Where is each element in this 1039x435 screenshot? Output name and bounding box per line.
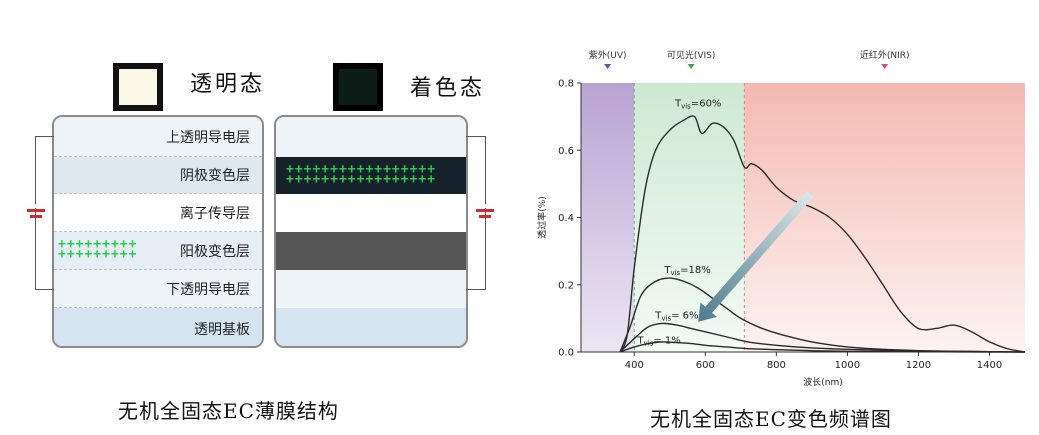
region-marker-uv — [604, 64, 612, 69]
colored-positive-charge-marks: +++++++++++++++++ +++++++++++++++++ — [286, 162, 437, 187]
layer-ion-conductor: 离子传导层 — [54, 194, 262, 232]
layer-bottom-conductive: 下透明导电层 — [54, 270, 262, 308]
left-battery-plate-2 — [30, 215, 42, 218]
left-battery-plate-1 — [27, 209, 45, 212]
layer-substrate: 透明基板 — [54, 308, 262, 346]
curve-label-2: Tvis=18% — [663, 265, 710, 277]
y-tick-label: 0.2 — [558, 280, 574, 291]
layer-label-ion-conductor: 离子传导层 — [180, 205, 250, 222]
structure-caption: 无机全固态EC薄膜结构 — [118, 399, 339, 423]
layer-label-top-conductive: 上透明导电层 — [166, 129, 250, 146]
colored-layer-substrate — [276, 308, 466, 346]
colored-state-label: 着色态 — [410, 76, 486, 101]
positive-charge-marks: +++++++++ +++++++++ — [58, 237, 138, 262]
region-label-nir: 近红外(NIR) — [860, 49, 910, 61]
region-label-uv: 紫外(UV) — [589, 49, 627, 61]
colored-layer-bottom-conductive — [276, 270, 466, 308]
left-circuit-wire — [35, 136, 54, 290]
region-marker-nir — [881, 64, 889, 69]
layer-top-conductive: 上透明导电层 — [54, 117, 262, 157]
colored-state-swatch — [333, 63, 383, 111]
x-axis-title: 波长(nm) — [803, 376, 843, 388]
y-axis-title: 透过率(%) — [536, 196, 548, 239]
series-curve-4 — [619, 341, 1026, 353]
curve-label-4: Tvis= 1% — [637, 336, 681, 348]
layer-label-substrate: 透明基板 — [194, 322, 250, 338]
y-tick-label: 0.0 — [558, 348, 574, 359]
transparent-device-stack: 上透明导电层 阴极变色层 离子传导层 +++++++++ +++++++++ 阳… — [52, 115, 264, 348]
y-tick-label: 0.6 — [558, 146, 574, 157]
y-tick-label: 0.4 — [558, 213, 574, 224]
x-tick-label: 400 — [625, 360, 644, 371]
colored-layer-ion-conductor — [276, 194, 466, 232]
region-marker-vis — [687, 64, 695, 69]
transparent-state-swatch — [113, 63, 163, 111]
layer-label-bottom-conductive: 下透明导电层 — [166, 281, 250, 298]
spectrum-chart: 紫外(UV) 可见光(VIS) 近红外(NIR) 0.0 0.2 0.4 0.6 0.8 400… — [536, 49, 1026, 388]
y-tick-label: 0.8 — [558, 79, 574, 90]
colored-layer-top-conductive — [276, 117, 466, 157]
x-tick-label: 1400 — [977, 360, 1002, 371]
region-label-vis: 可见光(VIS) — [667, 49, 716, 61]
right-battery-plate-2 — [479, 215, 491, 218]
decreasing-transmittance-arrow — [698, 191, 814, 322]
layer-anode-chromic: +++++++++ +++++++++ 阳极变色层 — [54, 232, 262, 270]
right-battery-gap — [483, 204, 487, 208]
x-tick-label: 600 — [696, 360, 715, 371]
region-uv-band — [581, 83, 635, 352]
spectrum-caption: 无机全固态EC变色频谱图 — [650, 407, 892, 431]
x-tick-label: 800 — [767, 360, 786, 371]
colored-layer-anode — [276, 232, 466, 270]
colored-device-stack: +++++++++++++++++ +++++++++++++++++ — [274, 115, 468, 348]
layer-label-cathode-chromic: 阴极变色层 — [180, 168, 250, 184]
x-tick-label: 1000 — [835, 360, 860, 371]
colored-layer-cathode: +++++++++++++++++ +++++++++++++++++ — [276, 157, 466, 194]
curve-label-1: Tvis=60% — [674, 99, 721, 111]
left-battery-gap — [34, 204, 38, 208]
layer-label-anode-chromic: 阳极变色层 — [180, 243, 250, 260]
right-circuit-wire — [466, 136, 486, 290]
layer-cathode-chromic: 阴极变色层 — [54, 157, 262, 194]
curve-label-3: Tvis= 6% — [654, 310, 698, 322]
series-curve-1 — [619, 115, 1026, 353]
x-tick-label: 1200 — [906, 360, 931, 371]
transparent-state-label: 透明态 — [190, 72, 266, 97]
right-battery-plate-1 — [476, 209, 494, 212]
